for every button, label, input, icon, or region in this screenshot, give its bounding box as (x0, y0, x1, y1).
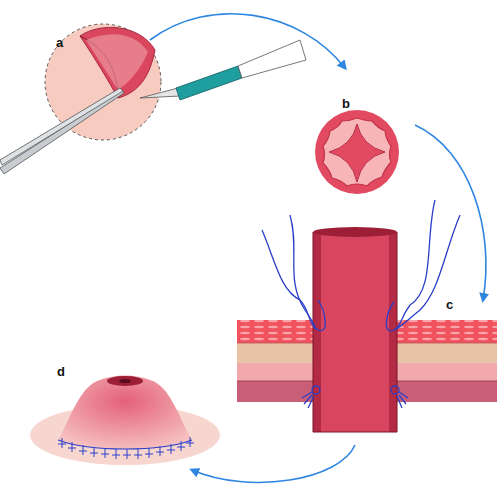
bowel-tube (313, 227, 397, 432)
matured-stoma (30, 376, 220, 466)
flow-arrow (192, 445, 355, 482)
flow-arrow (415, 125, 486, 300)
panel-letter: c (446, 298, 453, 311)
panel-letter: d (57, 365, 65, 378)
sutures (262, 200, 460, 408)
flow-arrow (150, 14, 345, 68)
panel-letter: a (56, 36, 63, 49)
skin-incision (0, 24, 306, 174)
stoma-cross-section (315, 110, 399, 194)
panel-letter: b (342, 97, 350, 110)
